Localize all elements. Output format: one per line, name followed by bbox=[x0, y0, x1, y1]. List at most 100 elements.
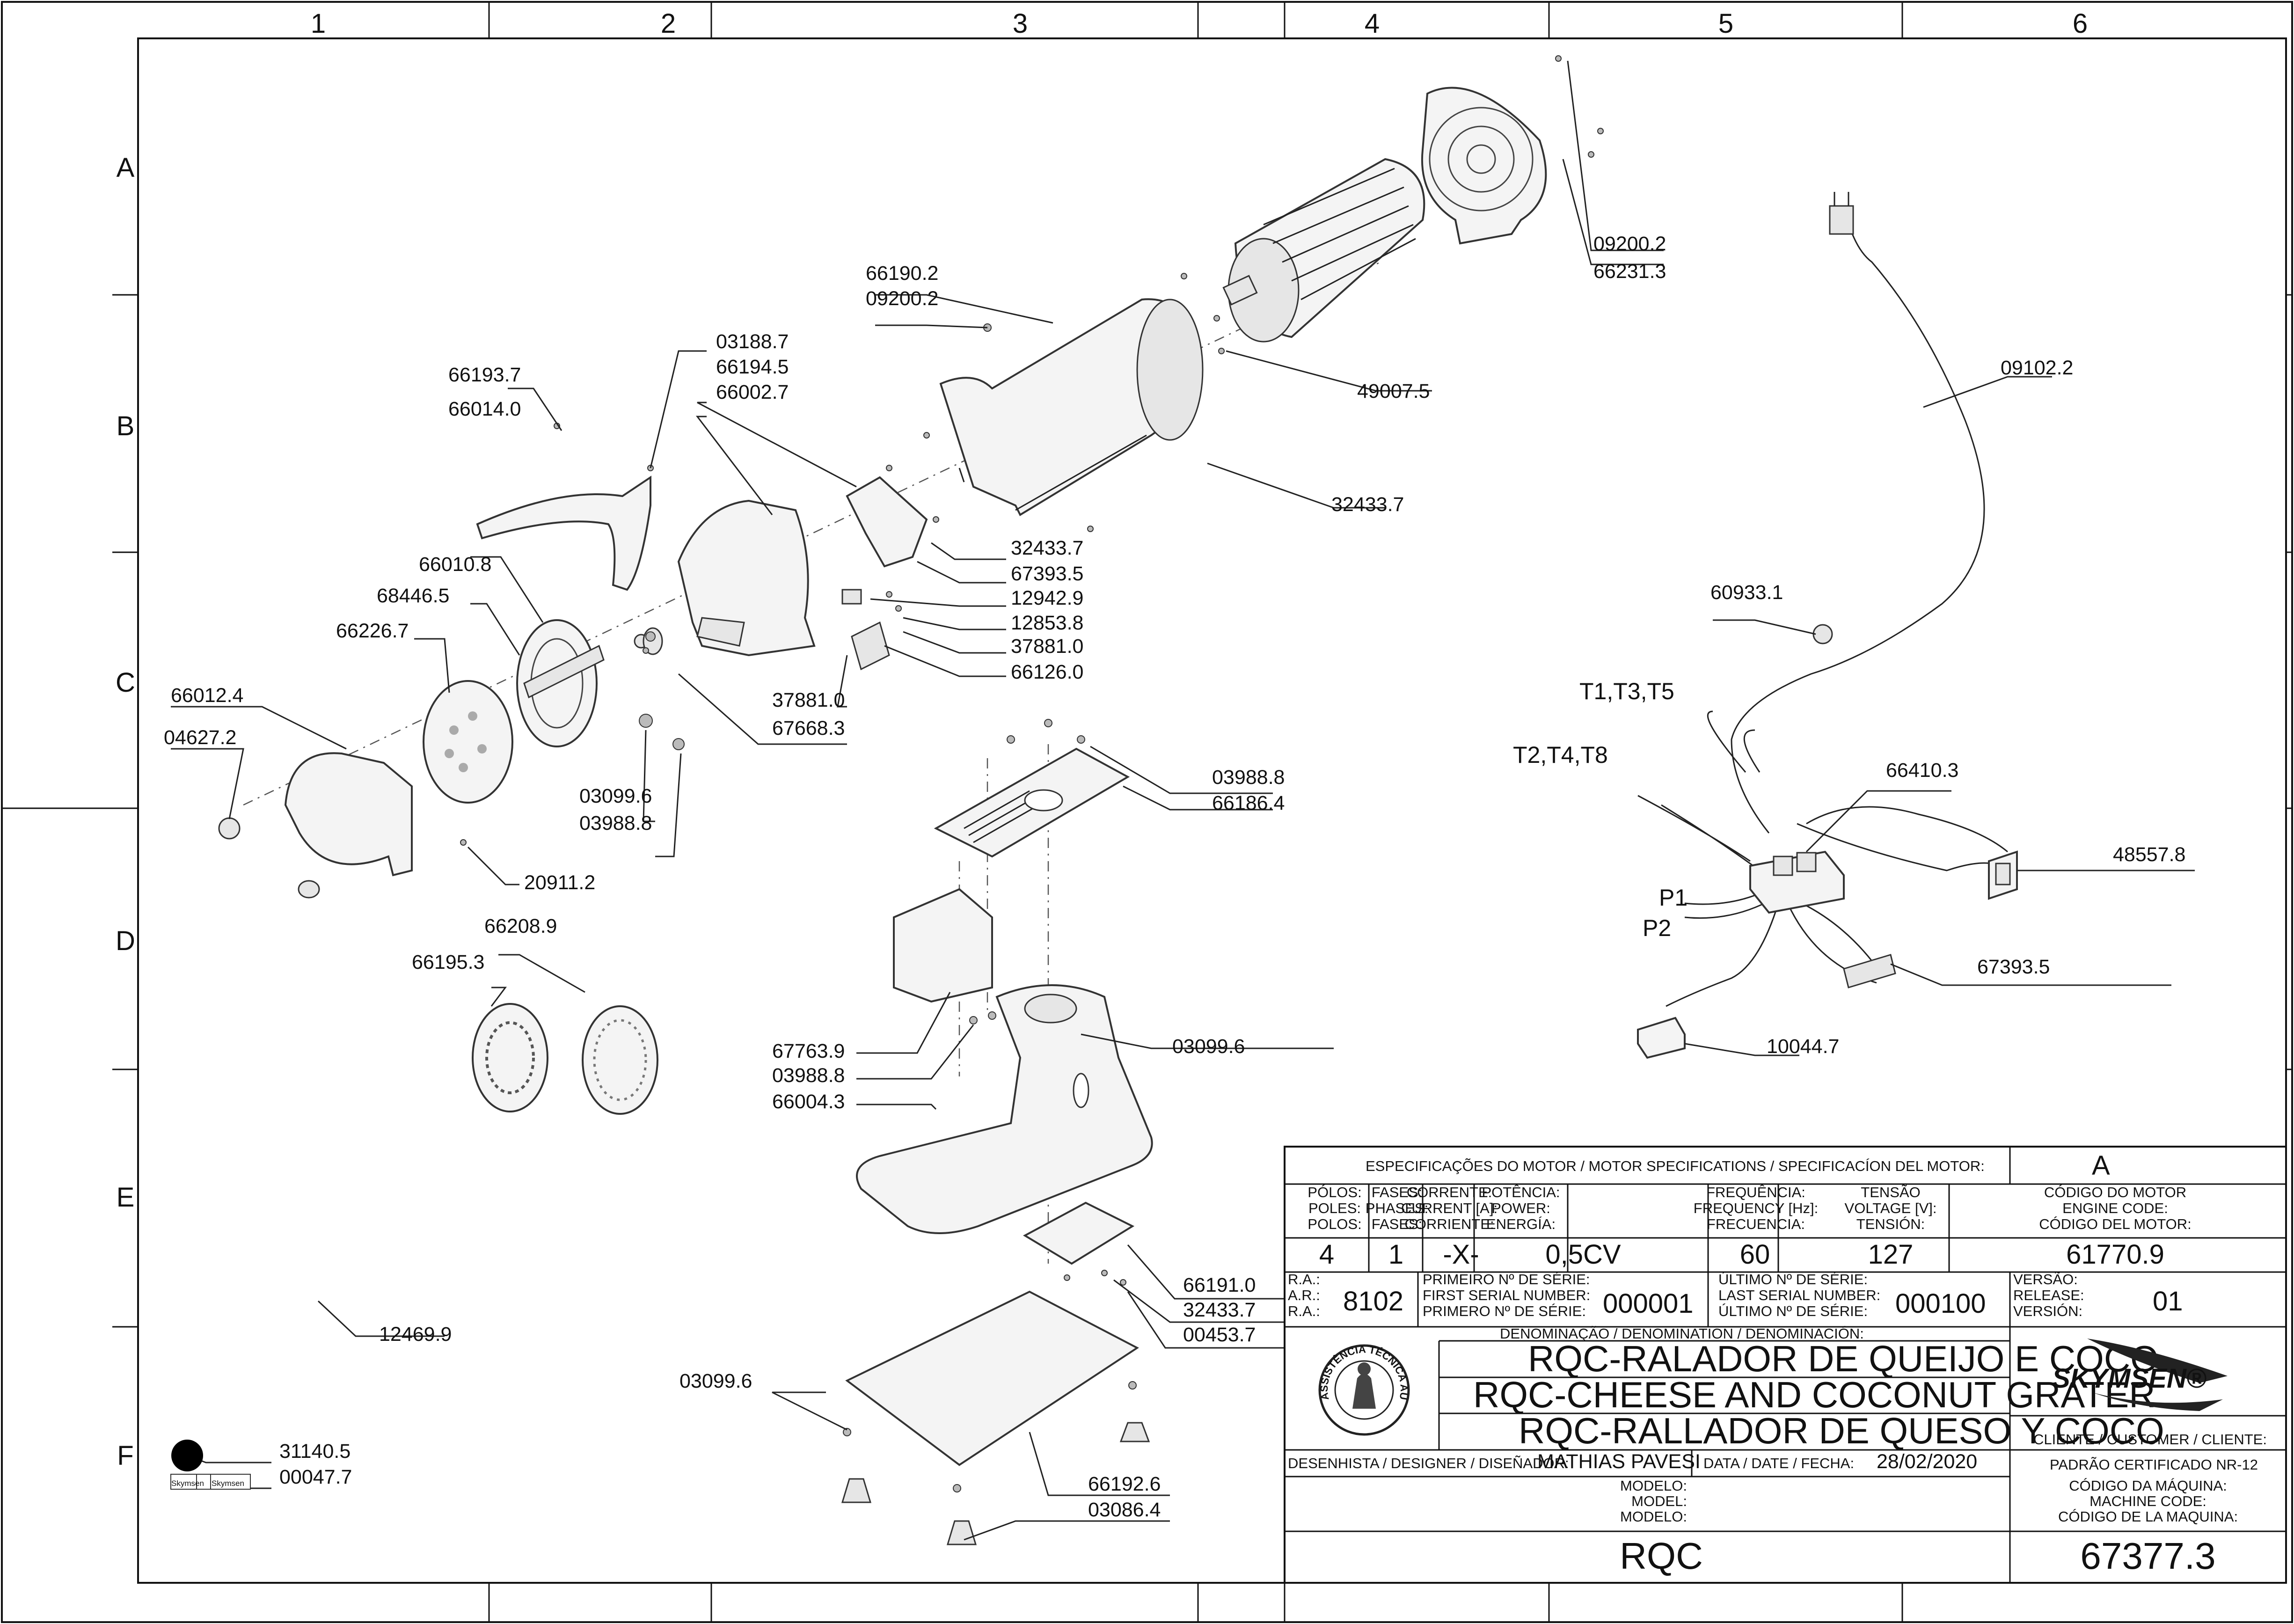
label-engine-en: ENGINE CODE: bbox=[2062, 1200, 2168, 1216]
label-freq-pt: FREQUÊNCIA: bbox=[1706, 1184, 1805, 1200]
label-version-en: RELEASE: bbox=[2013, 1287, 2084, 1303]
front-hopper-cover bbox=[218, 752, 413, 899]
label-first-serial-en: FIRST SERIAL NUMBER: bbox=[1423, 1287, 1590, 1303]
label-version-pt: VERSÃO: bbox=[2013, 1271, 2078, 1287]
callout-66014-0: 66014.0 bbox=[448, 398, 521, 420]
grid-col-5: 5 bbox=[1718, 8, 1733, 39]
callout-12469-9: 12469.9 bbox=[379, 1323, 452, 1346]
product-name-es: RQC-RALLADOR DE QUESO Y COCO bbox=[1519, 1410, 2164, 1451]
value-last-serial: 000100 bbox=[1895, 1288, 1986, 1319]
wiring-label-p1: P1 bbox=[1659, 885, 1688, 911]
callout-66186-4: 66186.4 bbox=[1212, 792, 1285, 814]
callout-03988-8-ring: 03988.8 bbox=[579, 812, 652, 834]
grid-row-c: C bbox=[116, 667, 135, 698]
label-ra-1: R.A.: bbox=[1288, 1271, 1320, 1287]
grid-row-f: F bbox=[117, 1441, 133, 1471]
grid-row-d: D bbox=[116, 926, 135, 956]
callout-20911-2: 20911.2 bbox=[524, 871, 595, 894]
on-off-switch bbox=[1988, 850, 2018, 900]
spec-letter: A bbox=[2092, 1150, 2110, 1181]
label-freq-es: FRECUENCIA: bbox=[1707, 1216, 1805, 1232]
label-volt-pt: TENSÃO bbox=[1861, 1184, 1920, 1200]
microswitch-assembly bbox=[841, 589, 890, 671]
callout-31140-5: 31140.5 bbox=[279, 1440, 351, 1463]
callout-66010-8: 66010.8 bbox=[419, 553, 491, 576]
label-designer: DESENHISTA / DESIGNER / DISEÑADOR: bbox=[1288, 1455, 1569, 1471]
value-current: -X- bbox=[1443, 1239, 1479, 1270]
base-bottom-cover bbox=[841, 1290, 1150, 1545]
label-poles-en: POLES: bbox=[1308, 1200, 1361, 1216]
label-first-serial-es: PRIMERO Nº DE SÉRIE: bbox=[1423, 1303, 1586, 1319]
callout-00047-7: 00047.7 bbox=[279, 1466, 352, 1488]
callout-03086-4: 03086.4 bbox=[1088, 1499, 1161, 1521]
callout-68446-5: 68446.5 bbox=[377, 585, 449, 607]
grid-row-b: B bbox=[117, 411, 135, 441]
label-machine-code-es: CÓDIGO DE LA MAQUINA: bbox=[2058, 1508, 2238, 1525]
sticker-brand-2: Skymsen bbox=[212, 1479, 244, 1488]
value-client: PADRÃO CERTIFICADO NR-12 bbox=[2050, 1456, 2258, 1473]
value-machine-code: 67377.3 bbox=[2080, 1535, 2215, 1577]
label-power-pt: POTÊNCIA: bbox=[1482, 1184, 1560, 1200]
grater-disc-66195 bbox=[472, 1003, 548, 1112]
wiring-labels: T1,T3,T5 T2,T4,T8 P1 P2 bbox=[1513, 678, 1688, 941]
base-top-plate bbox=[934, 747, 1130, 858]
label-current-es: CORRIENTE: bbox=[1404, 1216, 1494, 1232]
label-current-pt: CORRENTE: bbox=[1407, 1184, 1492, 1200]
relay-module bbox=[1637, 1017, 1686, 1059]
label-phases-es: FASES: bbox=[1372, 1216, 1423, 1232]
fasteners bbox=[460, 55, 1604, 1492]
sticker-brand-1: Skymsen bbox=[171, 1479, 204, 1488]
callout-67763-9: 67763.9 bbox=[772, 1040, 845, 1062]
cable-gland bbox=[1812, 624, 1833, 644]
wiring-harness bbox=[1637, 710, 2013, 1007]
label-current-en: CURRENT [A]: bbox=[1401, 1200, 1498, 1216]
callout-67393-5-bracket: 67393.5 bbox=[1011, 563, 1083, 585]
power-cord bbox=[1731, 192, 1985, 834]
callout-66226-7: 66226.7 bbox=[336, 620, 409, 642]
callout-66195-3: 66195.3 bbox=[412, 951, 484, 973]
grid-col-6: 6 bbox=[2073, 8, 2088, 39]
mounting-bracket bbox=[846, 476, 928, 568]
label-version-es: VERSIÓN: bbox=[2013, 1303, 2082, 1319]
label-phases-en: PHASES: bbox=[1366, 1200, 1428, 1216]
callout-66191-0: 66191.0 bbox=[1183, 1274, 1256, 1296]
callout-66002-7: 66002.7 bbox=[716, 381, 789, 403]
value-poles: 4 bbox=[1319, 1239, 1334, 1270]
callout-66190-2: 66190.2 bbox=[866, 262, 938, 285]
brand-name: SKYMSEN® bbox=[2052, 1363, 2206, 1394]
grid-col-4: 4 bbox=[1365, 8, 1380, 39]
part-callouts: 66190.2 09200.2 09200.2 66231.3 49007.5 … bbox=[164, 233, 2185, 1521]
wiring-label-p2: P2 bbox=[1643, 915, 1671, 941]
grid-col-3: 3 bbox=[1013, 8, 1028, 39]
label-ra-2: A.R.: bbox=[1288, 1287, 1320, 1303]
label-poles-pt: PÓLOS: bbox=[1308, 1184, 1361, 1200]
grater-disc-66226 bbox=[423, 680, 513, 804]
grater-disc-66208 bbox=[582, 1005, 658, 1115]
callout-66194-5: 66194.5 bbox=[716, 356, 789, 378]
callout-04627-2: 04627.2 bbox=[164, 726, 236, 749]
label-phases-pt: FASES: bbox=[1372, 1184, 1423, 1200]
label-poles-es: POLOS: bbox=[1308, 1216, 1361, 1232]
label-first-serial-pt: PRIMEIRO Nº DE SÉRIE: bbox=[1423, 1271, 1590, 1287]
value-model: RQC bbox=[1620, 1535, 1703, 1577]
grid-col-1: 1 bbox=[311, 8, 326, 39]
callout-66192-6: 66192.6 bbox=[1088, 1473, 1161, 1495]
skymsen-logo: SKYMSEN® bbox=[2052, 1339, 2228, 1411]
callout-03988-8-plate: 03988.8 bbox=[1212, 766, 1285, 789]
value-first-serial: 000001 bbox=[1603, 1288, 1694, 1319]
value-version: 01 bbox=[2153, 1286, 2183, 1317]
wiring-label-t135: T1,T3,T5 bbox=[1579, 678, 1674, 704]
value-ra: 8102 bbox=[1343, 1286, 1403, 1317]
callout-32433-7-bracket: 32433.7 bbox=[1011, 537, 1083, 559]
label-freq-en: FREQUENCY [Hz]: bbox=[1694, 1200, 1818, 1216]
callout-03099-6-bottom: 03099.6 bbox=[679, 1370, 752, 1392]
label-model-en: MODEL: bbox=[1631, 1493, 1687, 1509]
callout-37881-0-left: 37881.0 bbox=[772, 689, 845, 711]
label-machine-code-en: MACHINE CODE: bbox=[2089, 1493, 2206, 1509]
callout-66208-9: 66208.9 bbox=[484, 915, 557, 937]
label-ra-3: R.A.: bbox=[1288, 1303, 1320, 1319]
grid-row-a: A bbox=[117, 153, 135, 183]
grater-housing bbox=[677, 499, 816, 657]
value-date: 28/02/2020 bbox=[1877, 1450, 1977, 1473]
microswitch-67393 bbox=[1843, 954, 1896, 988]
